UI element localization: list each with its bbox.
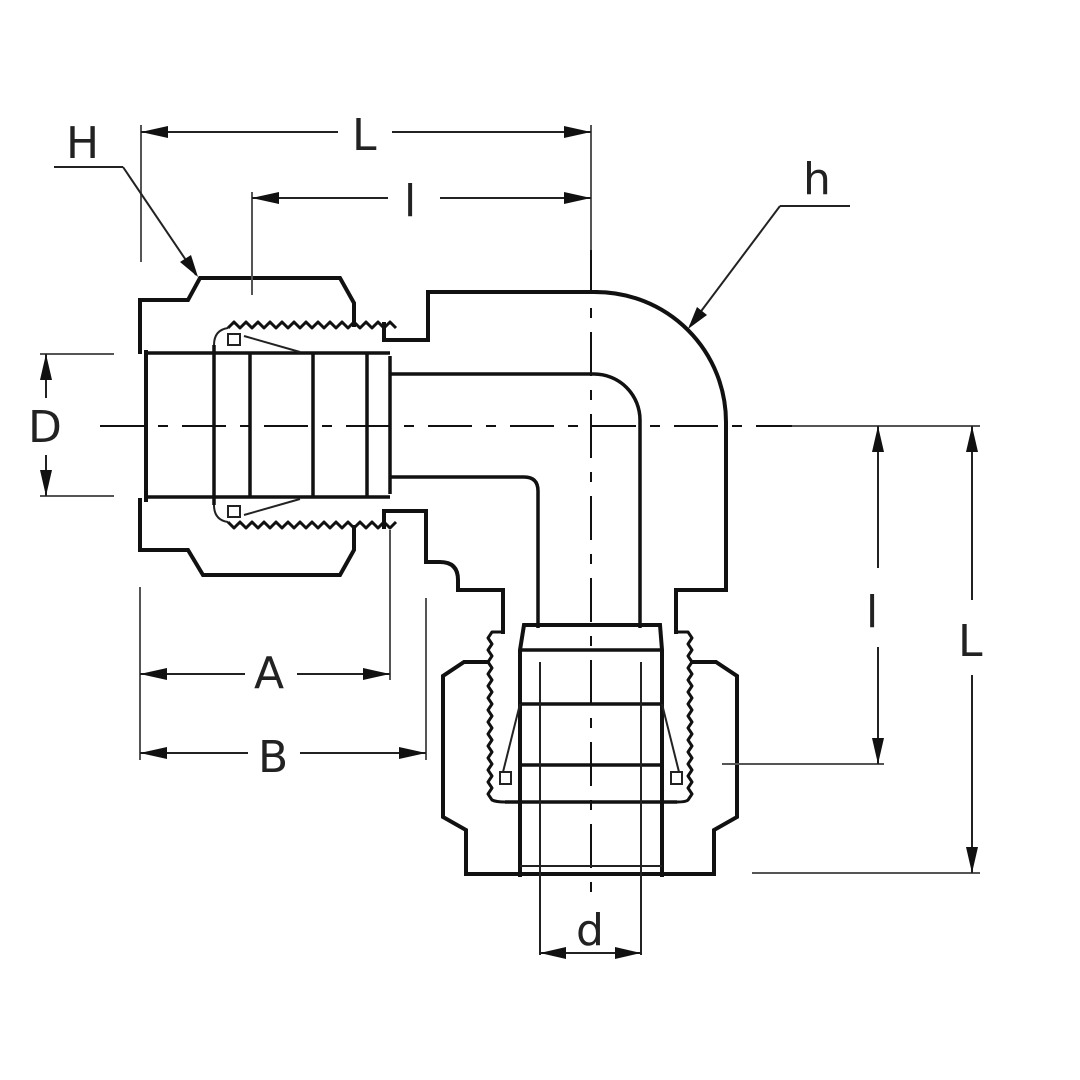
label-h: h (803, 154, 831, 205)
label-l-right: l (866, 587, 878, 638)
leader-h: h (688, 154, 850, 329)
dimension-L-top: L (140, 110, 592, 262)
left-nut (138, 276, 598, 634)
center-lines (100, 250, 980, 895)
label-d: d (576, 905, 604, 956)
label-l-top: l (404, 176, 416, 227)
bottom-nut (441, 623, 739, 955)
dimension-L-right: L (752, 426, 983, 874)
label-A: A (254, 648, 284, 699)
label-L-top: L (352, 110, 377, 161)
dimension-B: B (140, 598, 427, 783)
label-B: B (258, 732, 288, 783)
label-D: D (28, 402, 62, 453)
leader-H: H (54, 118, 198, 277)
dimension-l-right: l (722, 425, 980, 765)
label-H: H (66, 118, 99, 169)
label-L-right: L (958, 616, 983, 667)
dimension-l-top: l (251, 176, 591, 295)
dimension-D: D (28, 353, 114, 497)
elbow-body (390, 289, 728, 634)
dimension-A: A (139, 530, 391, 760)
dimension-d: d (540, 905, 641, 959)
